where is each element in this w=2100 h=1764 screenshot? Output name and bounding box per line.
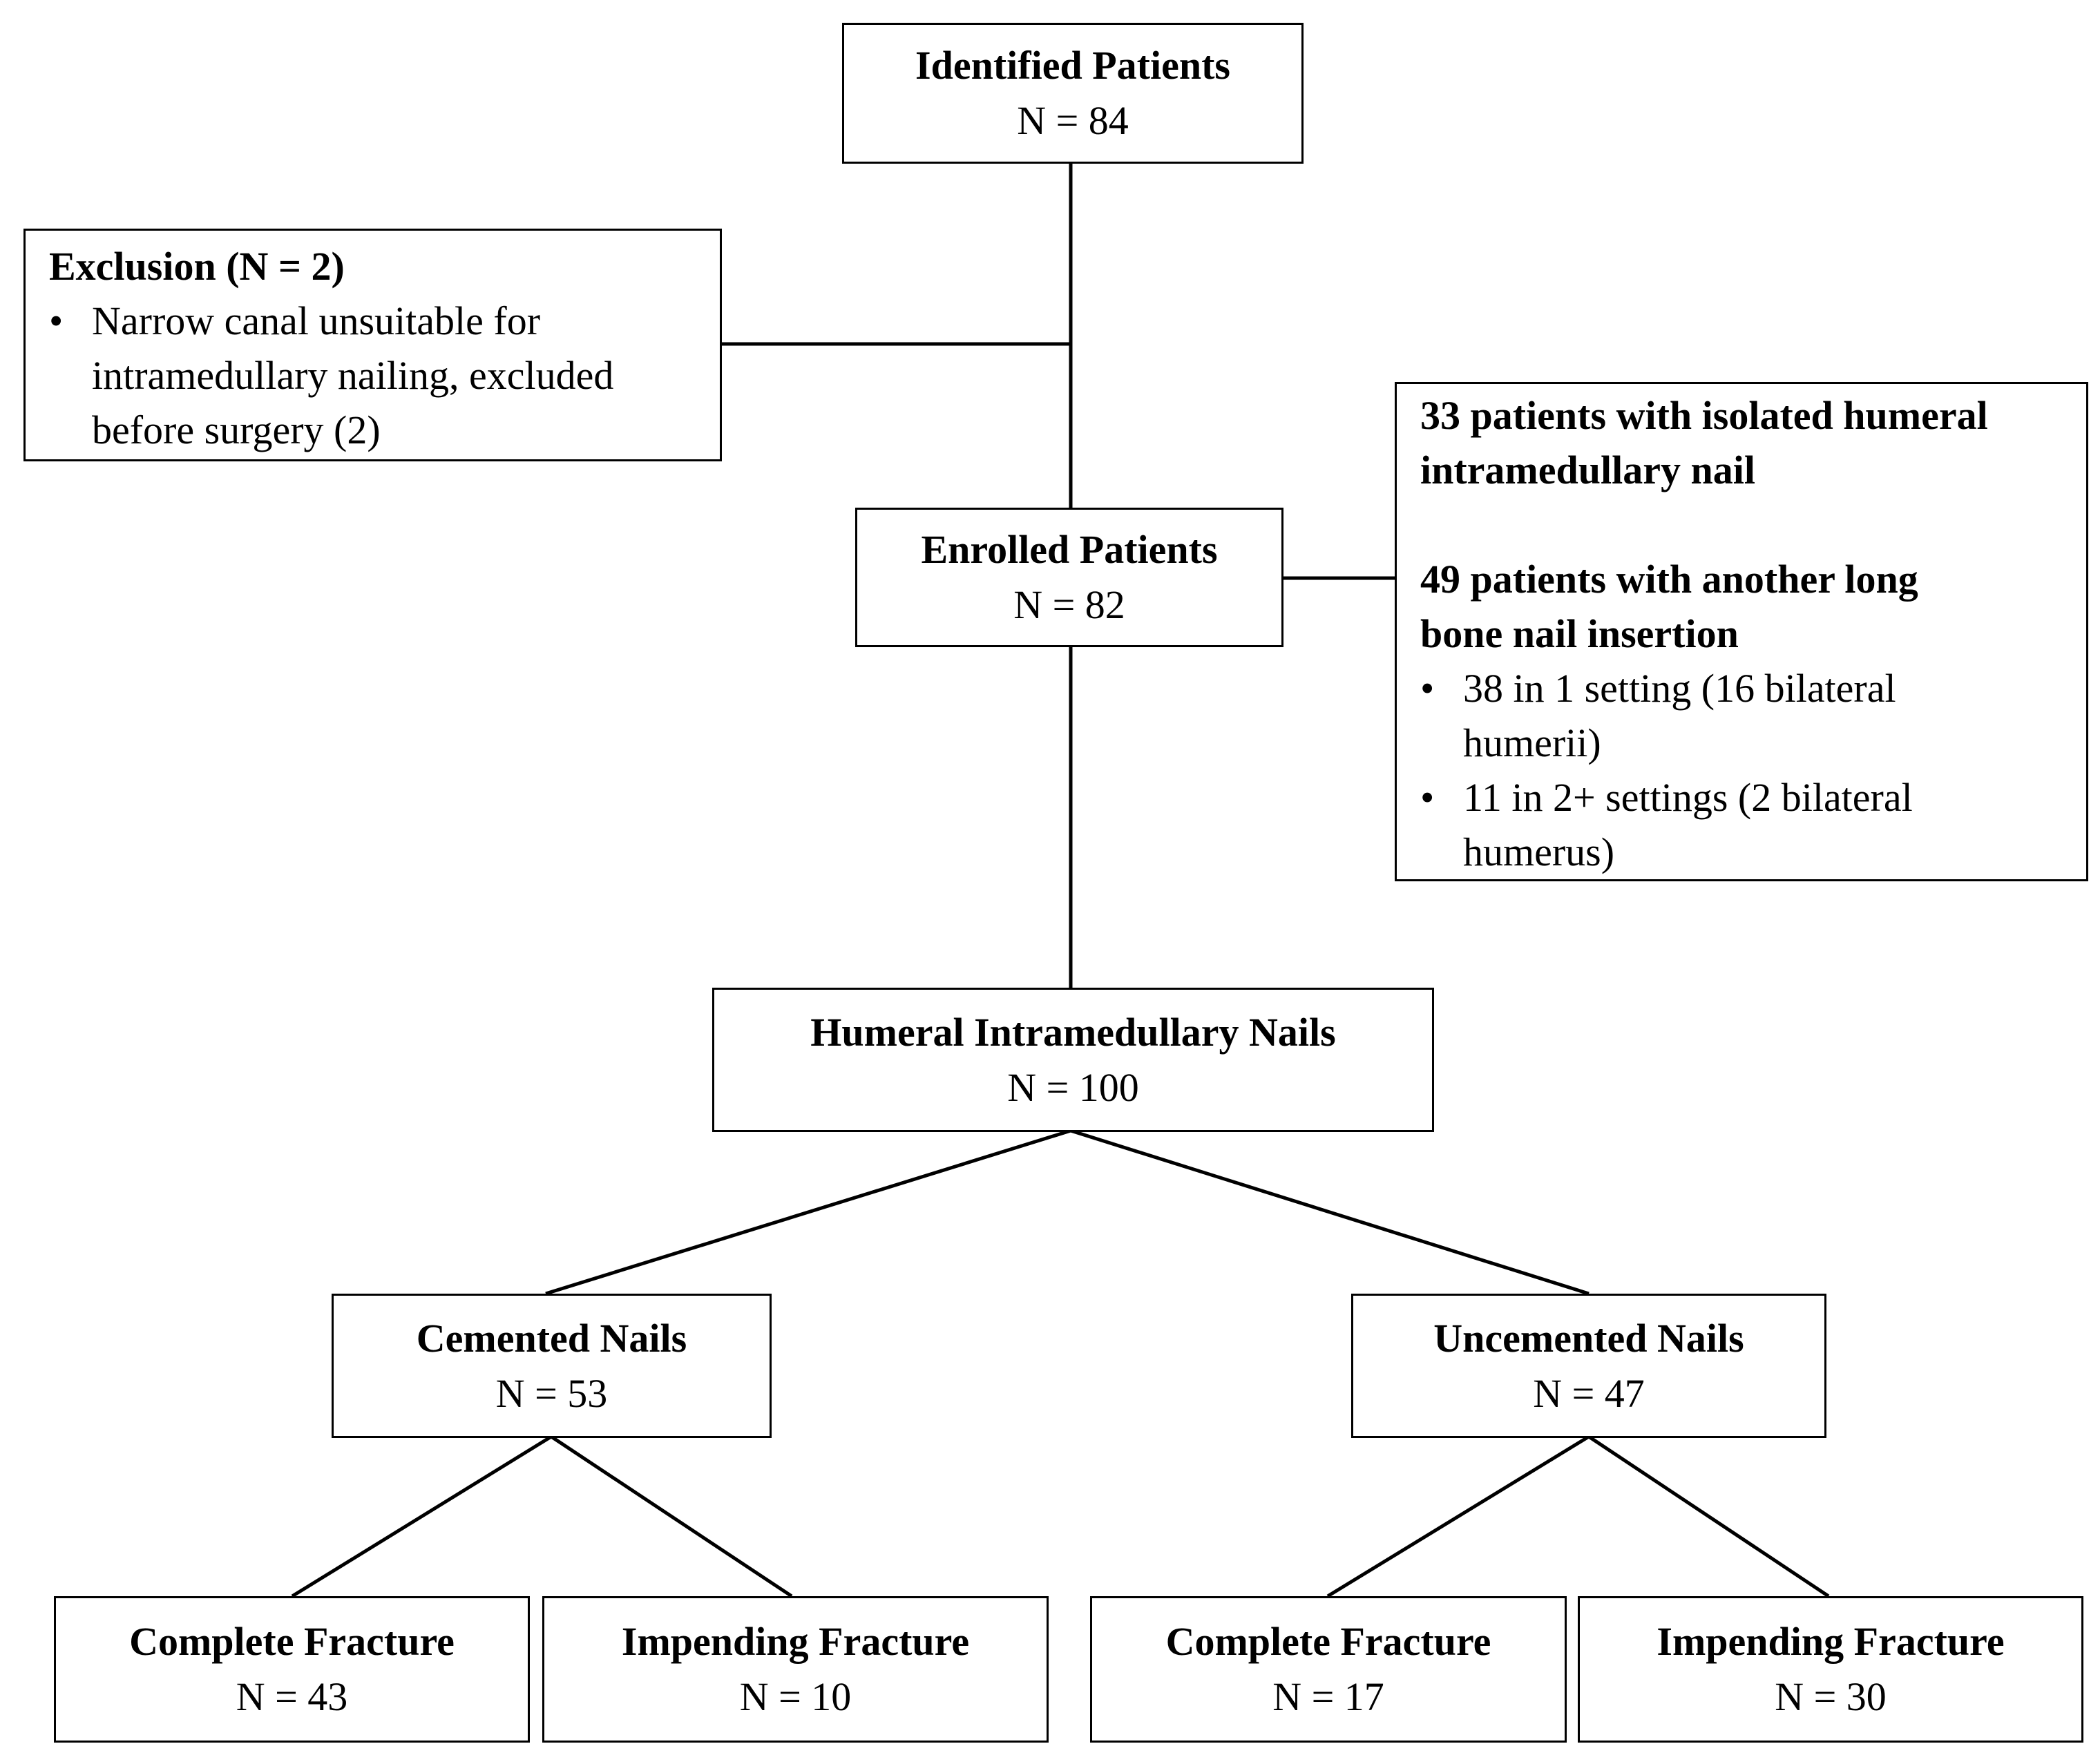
multi-setting-item: • 11 in 2+ settings (2 bilateral humerus… (1420, 770, 2086, 879)
bullet-mark: • (1420, 666, 1435, 711)
connector-uncemented-to-complete (1326, 1435, 1590, 1598)
exclusion-reason-line-2: intramedullary nailing, excluded (92, 353, 614, 398)
enrolled-patients-count: N = 82 (1013, 582, 1125, 627)
enrollment-details-box: 33 patients with isolated humeral intram… (1395, 382, 2088, 881)
another-nail-line-1: 49 patients with another long (1420, 557, 1918, 602)
humeral-nails-title: Humeral Intramedullary Nails (810, 1009, 1336, 1055)
exclusion-title: Exclusion (N = 2) (49, 244, 345, 289)
enrolled-patients-title: Enrolled Patients (921, 527, 1218, 572)
connector-cemented-to-complete (291, 1435, 553, 1598)
one-setting-item: • 38 in 1 setting (16 bilateral humerii) (1420, 661, 2086, 770)
exclusion-reason-line-3: before surgery (2) (92, 408, 381, 452)
identified-patients-title: Identified Patients (915, 43, 1230, 88)
uncemented-nails-title: Uncemented Nails (1433, 1315, 1744, 1361)
connector-uncemented-to-impending (1587, 1435, 1830, 1598)
bullet-mark: • (49, 298, 64, 343)
isolated-nail-line-2: intramedullary nail (1420, 448, 1755, 492)
identified-patients-count: N = 84 (1017, 98, 1129, 143)
cemented-nails-count: N = 53 (495, 1370, 608, 1416)
uncemented-complete-fracture-title: Complete Fracture (1165, 1619, 1491, 1664)
cemented-impending-fracture-box: Impending Fracture N = 10 (542, 1596, 1049, 1743)
connector-cemented-to-impending (550, 1435, 793, 1598)
uncemented-complete-fracture-count: N = 17 (1272, 1674, 1384, 1719)
exclusion-box: Exclusion (N = 2) • Narrow canal unsuita… (23, 229, 722, 461)
humeral-nails-box: Humeral Intramedullary Nails N = 100 (712, 988, 1434, 1132)
bullet-mark: • (1420, 775, 1435, 820)
cemented-complete-fracture-count: N = 43 (236, 1674, 348, 1719)
cemented-impending-fracture-count: N = 10 (739, 1674, 852, 1719)
isolated-nail-line-1: 33 patients with isolated humeral (1420, 393, 1988, 438)
uncemented-complete-fracture-box: Complete Fracture N = 17 (1090, 1596, 1567, 1743)
another-nail-line-2: bone nail insertion (1420, 611, 1739, 656)
connector-humeral-to-uncemented (1070, 1129, 1590, 1296)
exclusion-reason-line-1: Narrow canal unsuitable for (92, 298, 541, 343)
uncemented-nails-box: Uncemented Nails N = 47 (1351, 1294, 1826, 1438)
enrolled-patients-box: Enrolled Patients N = 82 (855, 508, 1283, 647)
one-setting-line-1: 38 in 1 setting (16 bilateral (1463, 666, 1896, 711)
exclusion-reason: • Narrow canal unsuitable for intramedul… (49, 294, 720, 457)
cemented-nails-title: Cemented Nails (416, 1315, 687, 1361)
humeral-nails-count: N = 100 (1007, 1064, 1139, 1110)
uncemented-nails-count: N = 47 (1533, 1370, 1645, 1416)
connector-humeral-to-cemented (545, 1129, 1071, 1296)
uncemented-impending-fracture-box: Impending Fracture N = 30 (1578, 1596, 2083, 1743)
cemented-nails-box: Cemented Nails N = 53 (332, 1294, 772, 1438)
one-setting-line-2: humerii) (1463, 720, 1601, 765)
cemented-complete-fracture-title: Complete Fracture (129, 1619, 455, 1664)
identified-patients-box: Identified Patients N = 84 (842, 23, 1304, 164)
uncemented-impending-fracture-title: Impending Fracture (1657, 1619, 2005, 1664)
uncemented-impending-fracture-count: N = 30 (1775, 1674, 1887, 1719)
multi-setting-line-2: humerus) (1463, 830, 1615, 874)
multi-setting-line-1: 11 in 2+ settings (2 bilateral (1463, 775, 1913, 820)
cemented-complete-fracture-box: Complete Fracture N = 43 (54, 1596, 530, 1743)
cemented-impending-fracture-title: Impending Fracture (621, 1619, 970, 1664)
